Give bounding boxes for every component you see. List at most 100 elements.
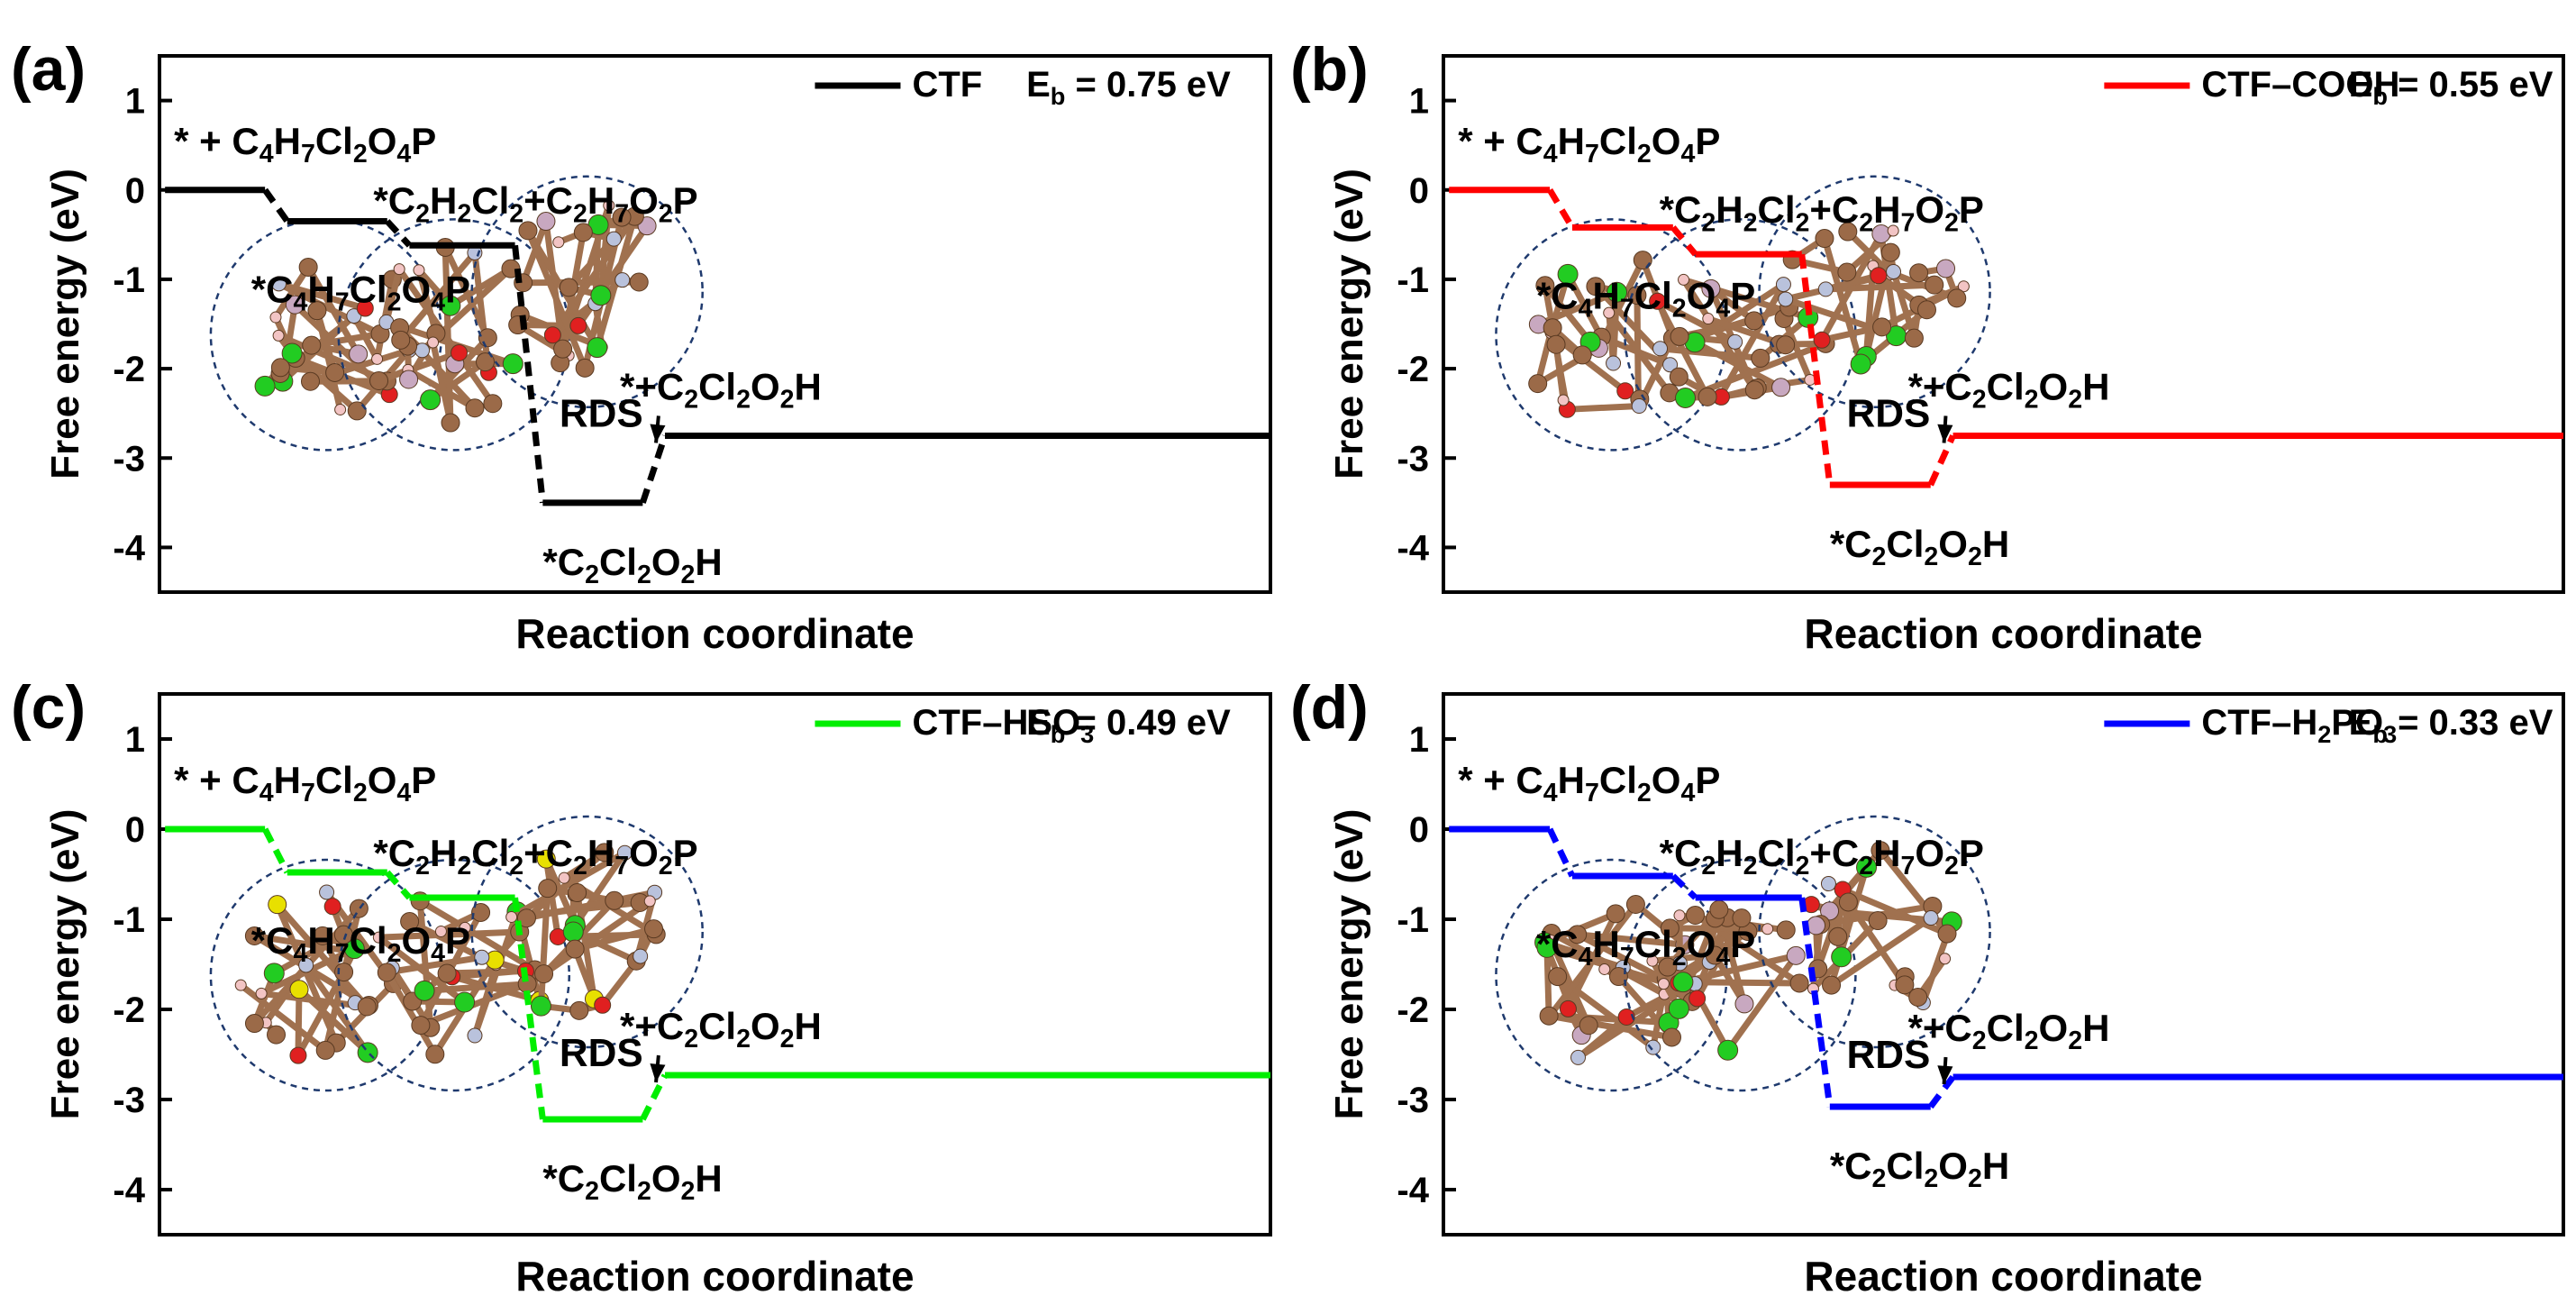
y-tick-label: -2 [1397, 350, 1429, 389]
connector-line [262, 827, 290, 874]
connector-line [385, 870, 413, 900]
atom [420, 389, 441, 411]
atom [1904, 328, 1924, 348]
atom [1678, 273, 1690, 286]
bond [383, 268, 403, 324]
atom [1909, 263, 1929, 283]
atom [569, 316, 587, 334]
atom [1625, 894, 1645, 914]
atom [377, 963, 396, 982]
bond [239, 982, 328, 1054]
y-tick-label: 0 [125, 171, 145, 211]
bond [1576, 1014, 1629, 1061]
atom [478, 328, 497, 348]
connector-line [1927, 1074, 1956, 1109]
y-axis-label: Free energy (eV) [1327, 169, 1371, 479]
atom [1717, 1039, 1739, 1061]
bond [1543, 283, 1593, 344]
atom [285, 295, 305, 315]
atom [1701, 278, 1721, 298]
atom [369, 370, 389, 390]
atom [1606, 355, 1622, 371]
plot-frame [1442, 54, 2565, 594]
atom [372, 931, 385, 944]
atom [268, 895, 287, 915]
atom [1661, 1027, 1681, 1047]
atom [605, 890, 624, 910]
atom [1937, 924, 1957, 944]
atom [1616, 382, 1634, 400]
y-tick-label: -3 [1397, 439, 1429, 479]
bond [277, 280, 382, 337]
legend-series-name: CTF–H2​PO3​ [2201, 703, 2397, 748]
bond [430, 342, 454, 424]
atom [1702, 313, 1715, 325]
atom [467, 1027, 483, 1044]
atom [307, 301, 327, 321]
atom [505, 910, 518, 923]
atom [343, 938, 365, 960]
bond [314, 309, 344, 411]
atom [483, 394, 503, 414]
atom [393, 263, 405, 276]
bond [1548, 1012, 1673, 1041]
atom [1557, 394, 1570, 406]
y-tick-label: -3 [1397, 1081, 1429, 1120]
step-label: *C4​H7​Cl2​O4​P [1536, 923, 1755, 972]
y-tick-label: -2 [113, 350, 145, 389]
atom [543, 326, 561, 344]
atom [1817, 281, 1834, 297]
atom [1603, 306, 1616, 319]
bond [274, 903, 340, 1045]
y-tick-label: -4 [113, 1171, 145, 1210]
atom [1705, 945, 1725, 965]
atom [1627, 286, 1647, 306]
atom [244, 1014, 264, 1034]
plot-frame [158, 692, 1272, 1236]
panel-label: (a) [11, 35, 86, 104]
atom [427, 336, 440, 349]
atom [319, 884, 335, 900]
atom [573, 223, 593, 242]
bond [1654, 299, 1711, 398]
connector-line [1547, 187, 1575, 230]
connector-line [512, 244, 546, 504]
atom [558, 871, 570, 884]
atom [1947, 288, 1967, 308]
atom [502, 353, 523, 375]
molecule-circle [470, 175, 704, 409]
atom [323, 898, 341, 916]
x-axis-label: Reaction coordinate [1804, 1253, 2202, 1300]
atom [471, 902, 491, 922]
step-label: * + C4​H7​Cl2​O4​P [1458, 759, 1720, 808]
y-axis-label: Free energy (eV) [43, 169, 87, 479]
connector-line [640, 1073, 669, 1121]
y-tick-label: 1 [125, 82, 145, 122]
bond [1821, 237, 1864, 365]
y-tick-label: -1 [113, 900, 145, 940]
atom [605, 231, 622, 247]
legend-series-name: CTF [912, 65, 982, 105]
atom [1652, 341, 1669, 357]
atom [270, 358, 290, 378]
atom [1775, 277, 1791, 293]
bond [1825, 272, 1880, 293]
bond [1660, 345, 1761, 361]
atom [325, 362, 345, 382]
bond [1543, 947, 1552, 1017]
rds-label: RDS [1846, 391, 1930, 435]
connector-line [1798, 253, 1834, 486]
legend-series-name: CTF–COOH [2201, 65, 2399, 105]
bond [398, 251, 478, 342]
atom [1838, 222, 1858, 242]
atom [559, 278, 578, 297]
y-tick-label: -1 [1397, 260, 1429, 300]
atom [1543, 318, 1562, 338]
step-label: *C2​Cl2​O2​H [1830, 523, 2009, 571]
y-tick-label: 0 [1409, 171, 1429, 211]
atom [1617, 1008, 1635, 1026]
molecule-circle [1624, 858, 1857, 1092]
step-label: *C4​H7​Cl2​O4​P [251, 268, 470, 316]
atom [1936, 259, 1956, 278]
